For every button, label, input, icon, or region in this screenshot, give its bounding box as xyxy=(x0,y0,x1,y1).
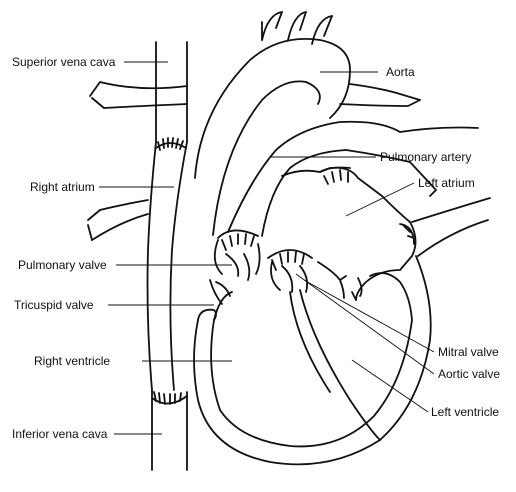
heart-ventricles xyxy=(193,255,432,466)
leader-left-ventricle xyxy=(351,359,429,413)
valves xyxy=(209,229,363,305)
ivc-valve-band xyxy=(151,395,188,405)
pulmonary-artery xyxy=(227,120,479,237)
label-pulmonary-valve: Pulmonary valve xyxy=(18,258,107,272)
leader-mitral-valve xyxy=(303,279,435,353)
label-superior-vena-cava: Superior vena cava xyxy=(12,55,116,69)
label-left-atrium: Left atrium xyxy=(418,176,475,190)
label-aorta: Aorta xyxy=(386,65,415,79)
label-pulmonary-artery: Pulmonary artery xyxy=(380,150,472,164)
label-left-ventricle: Left ventricle xyxy=(431,405,500,419)
right-branch-vessel xyxy=(87,199,149,241)
vena-cava xyxy=(146,41,188,471)
aorta-arch xyxy=(89,11,421,236)
label-aortic-valve: Aortic valve xyxy=(438,367,501,381)
label-tricuspid-valve: Tricuspid valve xyxy=(14,298,94,312)
label-mitral-valve: Mitral valve xyxy=(438,345,499,359)
label-right-atrium: Right atrium xyxy=(30,180,95,194)
leader-aortic-valve xyxy=(295,273,435,375)
label-inferior-vena-cava: Inferior vena cava xyxy=(12,427,108,441)
label-right-ventricle: Right ventricle xyxy=(34,354,111,368)
leader-left-atrium xyxy=(345,182,415,217)
